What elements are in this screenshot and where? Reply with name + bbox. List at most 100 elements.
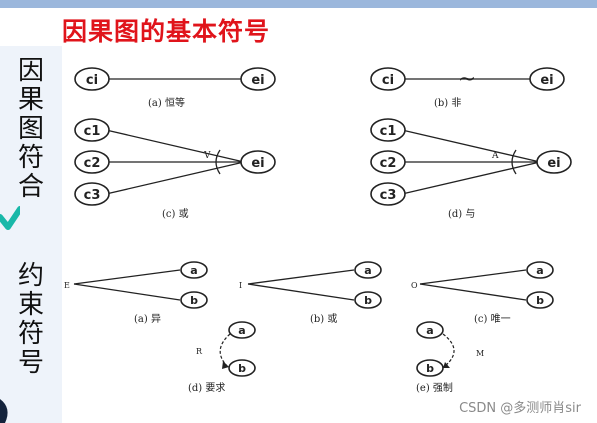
side-char: 束: [17, 290, 44, 320]
constraint-node: [228, 321, 256, 339]
watermark: CSDN @多测师肖sir: [459, 401, 581, 416]
side-label-column: [0, 46, 62, 423]
constraint-node-label: a: [190, 264, 197, 277]
cause-node-label: c2: [380, 156, 397, 171]
side-label-bottom: 约 束 符 号: [14, 262, 48, 378]
constraint-node-label: b: [238, 362, 246, 375]
constraint-node: [228, 359, 256, 377]
constraint-node: [180, 291, 208, 309]
side-char: 合: [17, 172, 44, 202]
constraint-node-label: a: [238, 324, 245, 337]
cause-node: [74, 67, 110, 91]
inclusive-operator: I: [239, 281, 242, 290]
constraint-node-label: a: [364, 264, 371, 277]
cause-node: [370, 118, 406, 142]
edge: [419, 269, 527, 285]
cause-node-label: ci: [86, 73, 98, 88]
not-symbol: ci ei ~ (b) 非: [370, 67, 565, 109]
constraint-node-label: b: [426, 362, 434, 375]
cause-node: [370, 150, 406, 174]
caption-exclusive: (a) 异: [134, 313, 161, 325]
constraint-node: [180, 261, 208, 279]
and-symbol: A c1 c2 c3 ei (d) 与: [370, 118, 572, 220]
caption-require: (d) 要求: [188, 382, 225, 394]
require-arrow: [219, 333, 231, 367]
require-constraint: a b R (d) 要求: [188, 321, 256, 394]
or-operator: V: [203, 151, 211, 161]
require-operator: R: [196, 347, 203, 356]
exclusive-operator: E: [64, 281, 70, 290]
slide-title: 因果图的基本符号: [62, 17, 271, 46]
edge: [105, 161, 245, 195]
constraint-node: [354, 261, 382, 279]
and-operator: A: [491, 151, 499, 161]
one-operator: O: [411, 281, 418, 290]
side-char: 图: [17, 114, 44, 144]
side-label-top: 因 果 图 符 合: [14, 57, 48, 202]
side-char: 果: [17, 85, 44, 115]
caption-or: (c) 或: [162, 208, 189, 220]
effect-node: [536, 150, 572, 174]
cause-node: [370, 182, 406, 206]
edge: [247, 283, 355, 301]
edge: [105, 129, 245, 163]
effect-node: [529, 67, 565, 91]
cause-node: [370, 67, 406, 91]
exclusive-constraint: E a b (a) 异: [64, 261, 208, 325]
caption-not: (b) 非: [434, 97, 461, 109]
check-icon: [0, 206, 20, 230]
top-accent-bar: [0, 0, 597, 8]
diagram-panel: ci ei (a) 恒等 ci ei ~ (b) 非 V c1 c2 c3 ei…: [62, 46, 597, 423]
caption-inclusive: (b) 或: [310, 313, 337, 325]
mask-operator: M: [476, 349, 484, 358]
constraint-node-label: b: [536, 294, 544, 307]
constraint-node-label: b: [190, 294, 198, 307]
effect-node: [240, 67, 276, 91]
not-operator: ~: [458, 67, 476, 92]
side-char: 符: [17, 143, 44, 173]
caption-one: (c) 唯一: [474, 313, 511, 325]
cause-node-label: c3: [380, 188, 397, 203]
side-char: 约: [17, 261, 44, 291]
constraint-node: [526, 261, 554, 279]
cause-node-label: c1: [84, 124, 101, 139]
arrowhead-icon: [443, 362, 450, 368]
cause-node-label: c2: [84, 156, 101, 171]
effect-node-label: ei: [251, 156, 264, 171]
inclusive-constraint: I a b (b) 或: [239, 261, 382, 325]
constraint-node-label: a: [426, 324, 433, 337]
cause-node-label: ci: [382, 73, 394, 88]
edge: [419, 283, 527, 301]
effect-node-label: ei: [251, 73, 264, 88]
constraint-node: [416, 321, 444, 339]
edge: [401, 129, 541, 163]
cause-node: [74, 182, 110, 206]
edge: [73, 269, 181, 285]
effect-node-label: ei: [547, 156, 560, 171]
constraint-node: [354, 291, 382, 309]
mask-arrow: [442, 333, 455, 367]
constraint-node-label: a: [536, 264, 543, 277]
arrowhead-icon: [222, 361, 229, 369]
cause-node: [74, 150, 110, 174]
or-symbol: V c1 c2 c3 ei (c) 或: [74, 118, 276, 220]
one-constraint: O a b (c) 唯一: [411, 261, 554, 325]
and-arc: [511, 149, 517, 175]
side-char: 因: [17, 56, 44, 86]
caption-identity: (a) 恒等: [148, 96, 185, 109]
cause-node: [74, 118, 110, 142]
cause-node-label: c1: [380, 124, 397, 139]
constraint-node: [526, 291, 554, 309]
cause-node-label: c3: [84, 188, 101, 203]
constraint-node-label: b: [364, 294, 372, 307]
caption-mask: (e) 强制: [416, 381, 453, 394]
identity-symbol: ci ei (a) 恒等: [74, 67, 276, 109]
mask-constraint: a b M (e) 强制: [416, 321, 484, 394]
edge: [401, 161, 541, 195]
effect-node-label: ei: [540, 73, 553, 88]
edge: [73, 283, 181, 301]
side-char: 号: [17, 348, 44, 378]
or-arc: [215, 149, 221, 175]
effect-node: [240, 150, 276, 174]
corner-decoration-icon: [0, 399, 8, 423]
